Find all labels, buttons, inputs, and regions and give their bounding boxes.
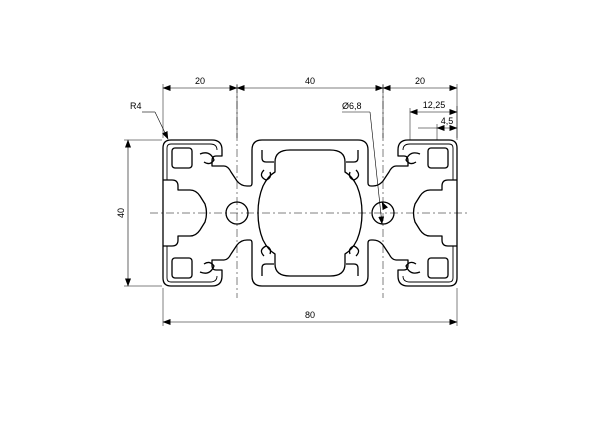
corner-cavity-top-left (171, 147, 193, 169)
hook-top-right (405, 152, 421, 165)
dim-total-width: 80 (305, 310, 315, 320)
top-center-slot-right-lip (346, 150, 359, 163)
dim-hole-diameter: Ø6,8 (342, 101, 362, 111)
center-chamber (257, 149, 363, 277)
hole-dimension: Ø6,8 (342, 101, 389, 225)
dim-corner-radius: R4 (130, 101, 142, 111)
slot-dimensions: 12,25 4,5 (409, 100, 458, 140)
dim-top-right-width: 20 (415, 76, 425, 86)
corner-cavity-top-right (427, 147, 449, 169)
hook-bottom-left (199, 261, 215, 274)
profile-inner-contour-bottom-left (166, 246, 218, 283)
profile-outer-contour (162, 139, 458, 287)
corner-cavity-bottom-left (171, 257, 193, 279)
height-dimension: 40 (116, 139, 162, 287)
hook-bottom-center-right (348, 245, 360, 257)
bottom-center-slot-left-lip (261, 263, 274, 276)
dim-slot-width: 4,5 (441, 116, 454, 126)
total-width-dimension: 80 (162, 288, 458, 326)
left-side-slot (163, 179, 208, 247)
profile-inner-contour-bottom-right (402, 246, 454, 283)
profile-outline (162, 139, 458, 287)
radius-dimension: R4 (130, 101, 169, 140)
dim-top-center-width: 40 (305, 76, 315, 86)
dim-top-left-width: 20 (195, 76, 205, 86)
top-dimensions: 20 40 20 (162, 76, 458, 138)
profile-inner-contour-top-left (166, 143, 218, 180)
bottom-center-slot-right-lip (346, 263, 359, 276)
corner-cavity-bottom-right (427, 257, 449, 279)
core-hole-left (225, 201, 249, 225)
top-center-slot-left-lip (261, 150, 274, 163)
center-lines (150, 85, 470, 298)
hook-bottom-right (405, 261, 421, 274)
hook-top-center-right (348, 169, 360, 181)
dim-slot-offset: 12,25 (423, 100, 446, 110)
hook-top-center-left (260, 169, 272, 181)
profile-inner-contour-top-right (402, 143, 454, 180)
hook-top-left (199, 152, 215, 165)
right-side-slot (412, 179, 457, 247)
hook-bottom-center-left (260, 245, 272, 257)
dim-height: 40 (116, 208, 126, 218)
